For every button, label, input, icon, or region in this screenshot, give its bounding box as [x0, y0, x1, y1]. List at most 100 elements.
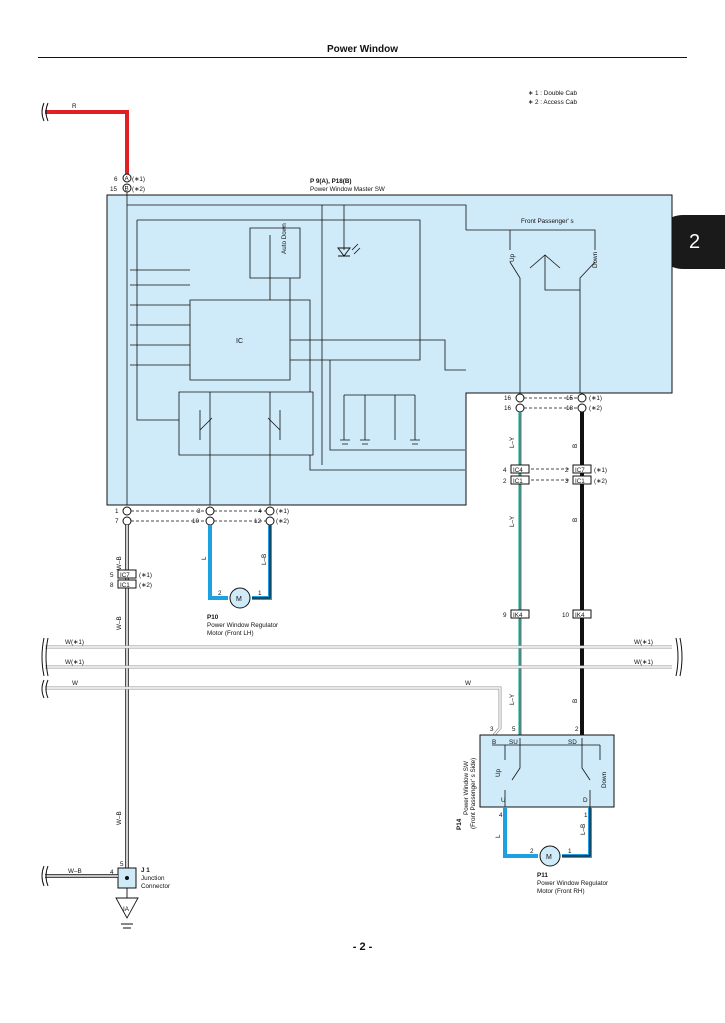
- ic7-right-pin: 2: [565, 467, 569, 474]
- bl-right-a: 4: [258, 508, 262, 515]
- ic1-mid-pin: 2: [503, 478, 507, 485]
- ic7-left-label: IC7: [120, 572, 130, 579]
- bl-note-b: (∗2): [276, 518, 289, 525]
- ic1-right-box: [572, 475, 592, 485]
- motor-lh-symbol: [229, 587, 251, 609]
- wire-label-l-y-1: L–Y: [509, 436, 516, 448]
- top-conn-note-b: (∗2): [132, 186, 145, 193]
- motor-rh-id: P11: [537, 872, 548, 879]
- ik4-b-pin: 10: [562, 612, 570, 619]
- wire-label-w1b-right: W(∗1): [634, 659, 653, 666]
- ic1-left-box: [117, 579, 137, 589]
- j1-name: Junction: [141, 875, 165, 882]
- top-conn-pin-b: 15: [110, 186, 118, 193]
- ps-down: Down: [601, 771, 608, 788]
- wire-l-rh: [503, 807, 538, 858]
- rc-left-a: 16: [504, 395, 512, 402]
- ps-pin-b: 3: [490, 726, 494, 733]
- led-symbol: [337, 247, 351, 257]
- junction-dot: [125, 876, 129, 880]
- ic4-mid-pin: 4: [503, 467, 507, 474]
- legend-double-cab: ∗ 1 : Double Cab: [528, 90, 578, 97]
- ic4-mid-box: [510, 464, 530, 474]
- wire-label-l-b-left: L–B: [261, 554, 268, 565]
- top-conn-pin-a: 6: [114, 176, 118, 183]
- ic7-right-note: (∗1): [594, 467, 607, 474]
- j1-name2: Connector: [141, 883, 170, 890]
- top-conn-a-circle: [122, 173, 132, 183]
- motor-lh-name2: Motor (Front LH): [207, 630, 254, 637]
- wire-label-w1a-right: W(∗1): [634, 639, 653, 646]
- bl-note-a: (∗1): [276, 508, 289, 515]
- ic-mid-dashes: [531, 468, 570, 481]
- master-switch-id: P 9(A), P18(B): [310, 178, 352, 185]
- wire-label-l-b-rh: L–B: [580, 824, 587, 835]
- page-footer: - 2 -: [352, 941, 373, 953]
- j1-pin-left: 4: [110, 869, 114, 876]
- top-conn-a-letter: A: [125, 176, 130, 183]
- ic1-right-label: IC1: [575, 478, 585, 485]
- ps-b: B: [492, 739, 496, 746]
- bl-mid-a: 3: [197, 508, 201, 515]
- ic7-right-box: [572, 464, 592, 474]
- wire-label-l-y-3: L–Y: [509, 693, 516, 705]
- ps-d: D: [583, 797, 588, 804]
- ps-up: Up: [495, 768, 502, 777]
- top-conn-note-a: (∗1): [132, 176, 145, 183]
- passenger-switch-internal: [492, 738, 601, 807]
- horizontal-w-wires: [45, 645, 672, 736]
- bl-pin-a: 1: [115, 508, 119, 515]
- ps-sd: SD: [568, 739, 577, 746]
- ic1-left-pin: 8: [110, 582, 114, 589]
- rc-note-a: (∗1): [589, 395, 602, 402]
- rc-left-b: 16: [504, 405, 512, 412]
- wire-label-b-2: B: [572, 518, 579, 522]
- j1-id: J 1: [141, 867, 150, 874]
- ground-label: IA: [123, 906, 130, 913]
- ps-pin-d: 1: [584, 812, 588, 819]
- led-arrows: [351, 243, 361, 255]
- ps-pin-u: 4: [499, 812, 503, 819]
- ic1-mid-label: IC1: [513, 478, 523, 485]
- ps-name2: (Front Passenger' s Side): [470, 758, 477, 829]
- ps-pin-sd: 2: [575, 726, 579, 733]
- page-section-tab-label: 2: [688, 230, 701, 253]
- ground-symbol: [115, 888, 139, 929]
- rc-note-b: (∗2): [589, 405, 602, 412]
- ic1-right-pin: 3: [565, 478, 569, 485]
- ic4-mid-label: IC4: [513, 467, 523, 474]
- page-title: Power Window: [326, 44, 399, 55]
- top-conn-b-letter: B: [125, 186, 129, 193]
- bl-pin-b: 7: [115, 518, 119, 525]
- wire-label-w-b-1: W–B: [116, 556, 123, 570]
- wire-label-b-3: B: [572, 699, 579, 703]
- ps-name: Power Window SW: [463, 761, 470, 815]
- wire-l-b-rh-stripe: [562, 807, 591, 857]
- motor-lh-pin1: 2: [218, 590, 222, 597]
- motor-rh-pin2: 1: [568, 848, 572, 855]
- ps-pin-su: 5: [512, 726, 516, 733]
- ic1-left-label: IC1: [120, 582, 130, 589]
- right-connectors: [515, 393, 587, 413]
- ic1-mid-box: [510, 475, 530, 485]
- wire-break-mark-top: [41, 102, 49, 122]
- wire-label-w-b-3: W–B: [116, 811, 123, 825]
- ik4-a-box: [510, 609, 530, 619]
- ps-id: P14: [456, 818, 463, 830]
- wire-l-b-stripe: [252, 525, 271, 599]
- bl-right-b: 12: [254, 518, 262, 525]
- motor-lh-pin2: 1: [258, 590, 262, 597]
- wire-label-w-b-2: W–B: [116, 616, 123, 630]
- ic7-left-pin: 5: [110, 572, 114, 579]
- motor-lh-id: P10: [207, 614, 219, 621]
- ic-label: IC: [236, 338, 243, 345]
- ik4-b-label: IK4: [575, 612, 585, 619]
- motor-lh-name: Power Window Regulator: [207, 622, 278, 629]
- ik4-a-label: IK4: [513, 612, 523, 619]
- motor-rh-m: M: [546, 854, 552, 861]
- wire-label-w1a-left: W(∗1): [65, 639, 84, 646]
- wire-l-blue: [208, 525, 228, 600]
- wire-break-mark-bottom: [41, 865, 49, 887]
